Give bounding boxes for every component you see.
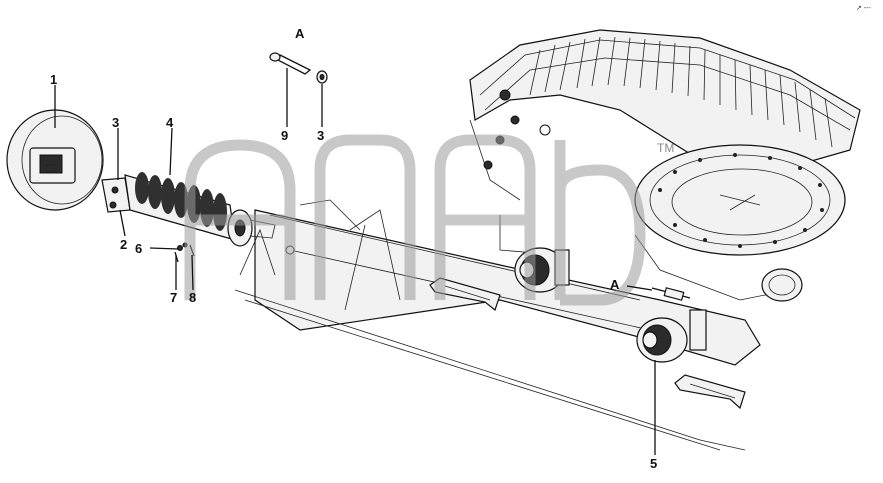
- callout-2: 2: [120, 237, 127, 252]
- final-drive: [634, 144, 846, 302]
- track-roller-lower: [636, 309, 707, 363]
- callout-labels: 1 3 4 2 6 7 8 A 9 3 A 5: [50, 26, 657, 471]
- view-label-a-mid: A: [610, 277, 620, 292]
- idler-wheel: [6, 109, 104, 211]
- watermark-logo: TM: [184, 134, 674, 306]
- callout-5: 5: [650, 456, 657, 471]
- watermark-tm: TM: [657, 141, 674, 155]
- section-a-pin: [651, 287, 691, 301]
- callout-7: 7: [170, 290, 177, 305]
- pin-and-washer: [269, 52, 328, 84]
- callout-4: 4: [166, 115, 174, 130]
- leader-lines: [54, 68, 656, 455]
- callout-1: 1: [50, 72, 57, 87]
- callout-9: 9: [281, 128, 288, 143]
- callout-3-left: 3: [112, 115, 119, 130]
- callout-3-right: 3: [317, 128, 324, 143]
- view-label-a-top: A: [295, 26, 305, 41]
- track-frame: [234, 199, 761, 451]
- callout-8: 8: [189, 290, 196, 305]
- track-chain: [469, 29, 861, 201]
- recoil-spring: [124, 172, 276, 247]
- corner-mark: ↗ ---: [856, 5, 871, 12]
- callout-6: 6: [135, 241, 142, 256]
